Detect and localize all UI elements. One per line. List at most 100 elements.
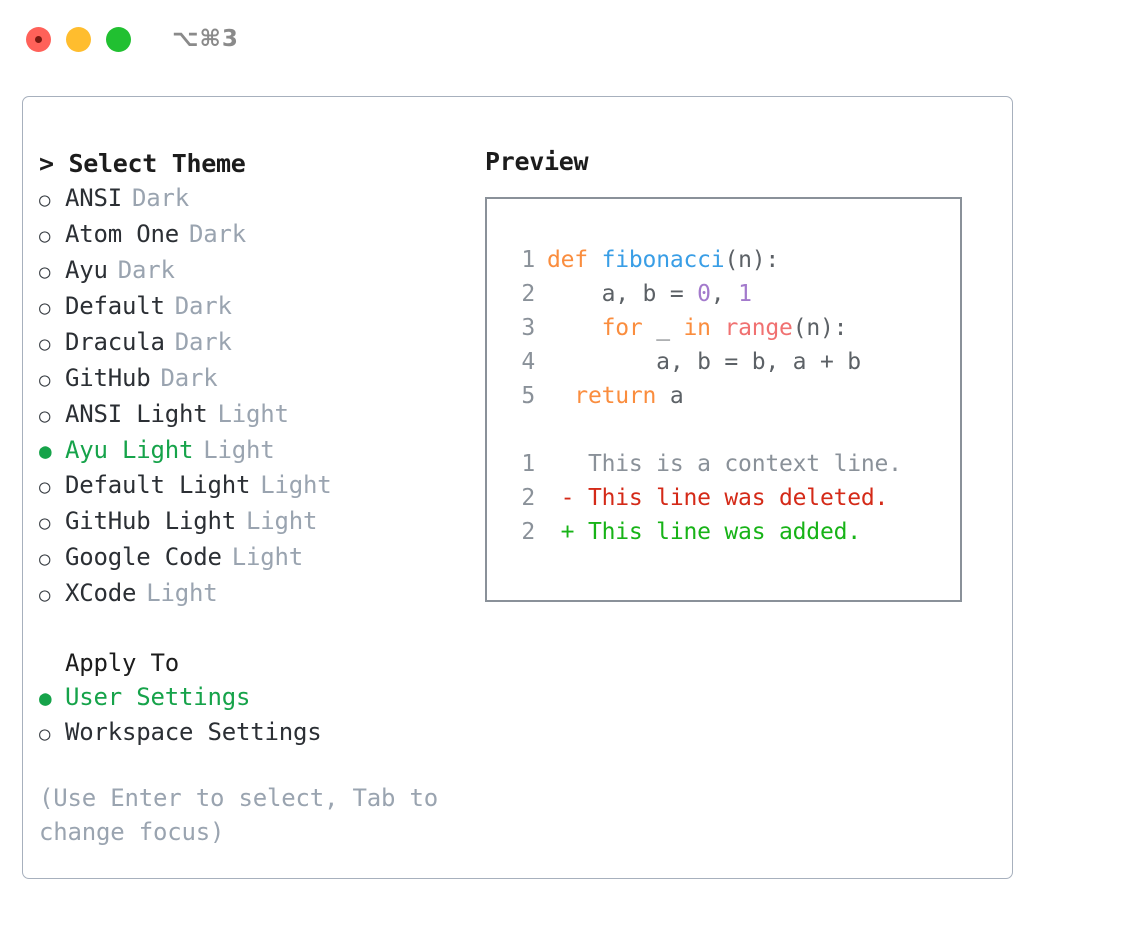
theme-option-variant: Dark [174,328,232,356]
code-token-txt: a [656,383,684,409]
apply-to-header-marker: ○ [39,646,65,680]
apply-to-option-label: Workspace Settings [65,718,322,746]
radio-unselected-icon[interactable]: ○ [39,584,51,606]
theme-option-variant: Light [203,436,275,464]
theme-option-variant: Dark [174,292,232,320]
diff-line-text: - This line was deleted. [547,485,889,511]
diff-line-number: 1 [521,451,535,477]
select-theme-header: > Select Theme [39,149,246,178]
radio-unselected-icon[interactable]: ○ [39,548,51,570]
code-diff-spacer [505,413,960,447]
theme-option-label: Default Light [65,471,251,499]
diff-line-text: This is a context line. [547,451,902,477]
theme-option-label: Atom One [65,220,179,248]
diff-line-number: 2 [521,485,535,511]
close-button[interactable] [26,26,51,52]
apply-to-option-user-settings[interactable]: ●User Settings [39,680,485,715]
theme-option-variant: Light [246,507,318,535]
radio-selected-icon[interactable]: ● [39,686,52,710]
theme-option-xcode[interactable]: ○ XCode Light [39,576,485,612]
minimize-button[interactable] [66,26,91,52]
theme-option-default-light[interactable]: ○ Default Light Light [39,468,485,504]
code-token-txt [588,247,602,273]
diff-line-ctx: 1 This is a context line. [505,447,960,481]
code-token-kw: in [683,315,711,341]
theme-option-variant: Dark [160,364,218,392]
diff-line-add: 2 + This line was added. [505,515,960,549]
radio-unselected-icon[interactable]: ○ [39,476,51,498]
apply-to-header-label: Apply To [65,649,179,677]
radio-unselected-icon[interactable]: ○ [39,405,51,427]
code-token-txt [711,315,725,341]
theme-option-variant: Dark [117,256,175,284]
code-token-txt: _ [642,315,684,341]
theme-option-label: ANSI Light [65,400,208,428]
code-line: 2 a, b = 0, 1 [505,277,960,311]
preview-title: Preview [485,147,589,176]
code-token-kw: def [547,247,588,273]
code-line-number: 1 [521,247,535,273]
code-line-content: for _ in range(n): [547,311,848,345]
theme-option-atom-one[interactable]: ○ Atom One Dark [39,217,485,253]
code-token-txt: a, b = [547,281,698,307]
code-line: 4 a, b = b, a + b [505,345,960,379]
code-line: 1 def fibonacci(n): [505,243,960,277]
radio-unselected-icon[interactable]: ○ [39,261,51,283]
code-token-num: 1 [738,281,752,307]
diff-line-text: + This line was added. [547,519,861,545]
code-line-number: 3 [521,315,535,341]
code-line: 3 for _ in range(n): [505,311,960,345]
theme-option-variant: Light [260,471,332,499]
diff-sample: 1 This is a context line.2 - This line w… [505,447,960,549]
theme-option-dracula[interactable]: ○ Dracula Dark [39,325,485,361]
code-line-content: a, b = 0, 1 [547,277,752,311]
code-token-txt: (n): [724,247,780,273]
code-line: 5 return a [505,379,960,413]
code-line-content: def fibonacci(n): [547,243,779,277]
code-line-number: 2 [521,281,535,307]
code-line-number: 5 [521,383,535,409]
theme-option-label: Dracula [65,328,165,356]
radio-unselected-icon[interactable]: ○ [39,723,51,745]
theme-option-label: GitHub Light [65,507,236,535]
radio-unselected-icon[interactable]: ○ [39,189,51,211]
theme-option-variant: Dark [189,220,246,248]
theme-option-label: XCode [65,579,137,607]
radio-unselected-icon[interactable]: ○ [39,333,51,355]
diff-line-number: 2 [521,519,535,545]
code-line-content: a, b = b, a + b [547,345,861,379]
theme-option-label: Ayu Light [65,436,194,464]
code-token-txt: , [710,281,739,307]
radio-selected-icon[interactable]: ● [39,439,52,463]
theme-option-label: ANSI [65,184,122,212]
radio-unselected-icon[interactable]: ○ [39,225,51,247]
theme-option-github-light[interactable]: ○ GitHub Light Light [39,504,485,540]
code-token-txt [547,315,602,341]
zoom-button[interactable] [106,26,131,52]
code-token-fn: fibonacci [601,247,725,273]
code-line-number: 4 [521,349,535,375]
theme-option-ayu-light[interactable]: ● Ayu Light Light [39,433,485,468]
radio-unselected-icon[interactable]: ○ [39,297,51,319]
list-spacer [39,612,485,646]
apply-to-option-workspace-settings[interactable]: ○ Workspace Settings [39,715,485,751]
code-line-content: return a [547,379,683,413]
code-token-kw: for [601,315,643,341]
theme-option-variant: Light [146,579,218,607]
radio-unselected-icon[interactable]: ○ [39,512,51,534]
apply-to-list[interactable]: ●User Settings ○ Workspace Settings [39,680,485,751]
diff-line-del: 2 - This line was deleted. [505,481,960,515]
radio-unselected-icon[interactable]: ○ [39,369,51,391]
theme-option-variant: Dark [132,184,189,212]
theme-option-ansi[interactable]: ○ ANSI Dark [39,181,485,217]
